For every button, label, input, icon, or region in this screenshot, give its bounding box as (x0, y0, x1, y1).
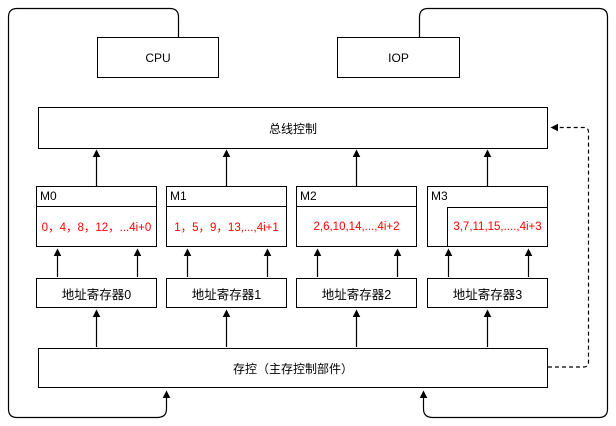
address-register-0-label: 地址寄存器0 (61, 287, 132, 302)
memory-module-m2: M2 2,6,10,14,...,4i+2 (296, 186, 417, 247)
iop-to-memctl-connector (418, 7, 609, 419)
module-m3-address-sequence: 3,7,11,15,....,4i+3 (447, 207, 547, 246)
memory-controller-box: 存控（主存控制部件） (38, 348, 548, 388)
address-register-3-box: 地址寄存器3 (427, 278, 548, 308)
memory-module-m1: M1 1，5，9，13,...,4i+1 (166, 186, 287, 247)
cpu-box: CPU (97, 37, 219, 78)
iop-label: IOP (388, 50, 409, 65)
address-register-3-label: 地址寄存器3 (452, 287, 523, 302)
module-m1-label: M1 (167, 187, 286, 207)
bus-control-label: 总线控制 (268, 121, 317, 136)
memctl-to-bus-dashed-connector (548, 123, 590, 368)
address-register-1-box: 地址寄存器1 (166, 278, 287, 308)
memory-module-m0: M0 0，4，8，12，...4i+0 (36, 186, 157, 247)
module-m3-label: M3 (431, 189, 448, 203)
memory-module-m3: M3 3,7,11,15,....,4i+3 (427, 186, 548, 247)
cpu-label: CPU (145, 50, 171, 65)
iop-box: IOP (337, 37, 460, 78)
module-m0-label: M0 (37, 187, 156, 207)
address-register-2-box: 地址寄存器2 (296, 278, 417, 308)
module-m1-address-sequence: 1，5，9，13,...,4i+1 (174, 221, 279, 234)
module-m0-address-sequence: 0，4，8，12，...4i+0 (41, 221, 152, 234)
address-register-0-box: 地址寄存器0 (36, 278, 157, 308)
cpu-to-memctl-connector (7, 7, 180, 419)
bus-control-box: 总线控制 (38, 107, 548, 149)
module-m2-address-sequence: 2,6,10,14,...,4i+2 (313, 220, 400, 233)
module-m2-label: M2 (297, 187, 416, 207)
address-register-1-label: 地址寄存器1 (191, 287, 262, 302)
address-register-2-label: 地址寄存器2 (321, 287, 392, 302)
memory-controller-label: 存控（主存控制部件） (232, 361, 353, 376)
